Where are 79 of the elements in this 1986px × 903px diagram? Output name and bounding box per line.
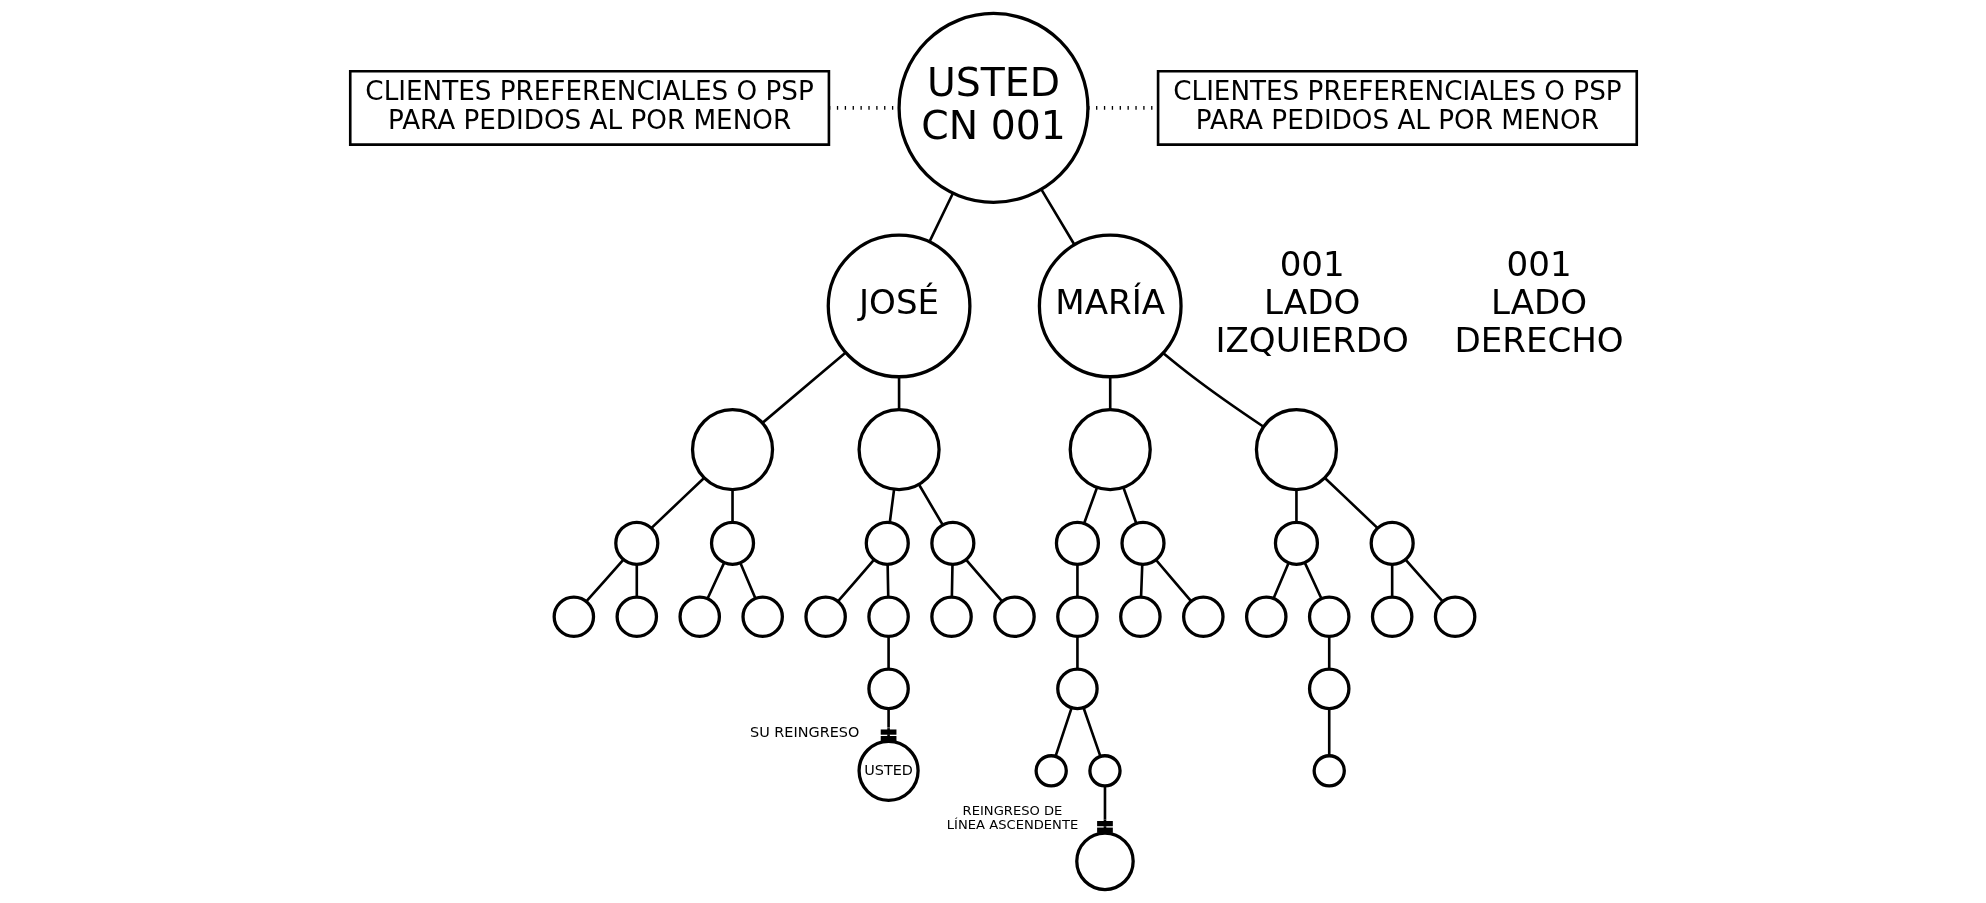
node-circle xyxy=(929,595,973,639)
connector xyxy=(1121,486,1137,524)
node-circle xyxy=(1055,667,1099,711)
connector xyxy=(1390,564,1393,597)
node-circle xyxy=(1181,595,1225,639)
node-circle xyxy=(1254,407,1338,492)
node-circle xyxy=(1273,520,1319,566)
node-circle xyxy=(866,595,910,639)
node-label: REINGRESO DE LÍNEA ASCENDENTE xyxy=(946,802,1078,833)
node-circle xyxy=(1307,667,1351,711)
connector xyxy=(1040,189,1075,246)
node-circle xyxy=(615,595,658,639)
node-circle xyxy=(864,520,910,566)
connector xyxy=(1404,558,1444,603)
label: 001 LADO IZQUIERDO xyxy=(1214,244,1409,361)
connector xyxy=(650,477,705,529)
node-circle xyxy=(709,520,755,566)
connector xyxy=(1053,707,1073,757)
connector xyxy=(950,564,954,597)
connector xyxy=(1108,376,1112,410)
node-circle xyxy=(1087,754,1122,788)
node-circle xyxy=(1307,595,1351,639)
connector xyxy=(888,489,895,523)
connector xyxy=(761,351,846,424)
node-circle xyxy=(1370,595,1413,639)
connector xyxy=(836,559,875,602)
label: 001 LADO DERECHO xyxy=(1453,244,1624,361)
node-circle xyxy=(677,595,721,639)
node-circle xyxy=(1033,754,1068,788)
node-circle xyxy=(1055,595,1099,639)
node-circle xyxy=(1068,407,1152,492)
node-circle xyxy=(1119,520,1166,566)
node-circle xyxy=(1433,595,1476,639)
connector xyxy=(705,562,725,599)
connector xyxy=(885,564,890,597)
connector xyxy=(730,490,734,522)
node-label: SU REINGRESO xyxy=(749,724,859,741)
node-circle xyxy=(1244,595,1288,639)
connector xyxy=(1327,636,1331,669)
connector xyxy=(886,636,890,669)
node-circle xyxy=(1312,754,1346,788)
connector xyxy=(1294,490,1298,522)
node-circle xyxy=(613,520,659,566)
node-circle xyxy=(856,407,941,492)
node-circle xyxy=(1054,520,1100,566)
node-circle xyxy=(740,595,784,639)
connector xyxy=(1139,564,1144,597)
connector xyxy=(1082,486,1098,524)
node-box: CLIENTES PREFERENCIALES O PSP PARA PEDIDOS AL POR MENOR xyxy=(348,69,830,146)
connector xyxy=(1303,562,1323,600)
connector xyxy=(1162,352,1264,428)
connector xyxy=(1075,564,1079,597)
connector xyxy=(1327,708,1331,756)
connector xyxy=(1081,707,1102,757)
node-circle: MARÍA xyxy=(1037,233,1183,379)
node-circle xyxy=(866,667,910,711)
connector xyxy=(927,192,954,242)
connector xyxy=(1323,477,1378,529)
connector xyxy=(1154,559,1192,602)
connector xyxy=(1272,562,1290,599)
node-circle: USTED CN 001 xyxy=(896,11,1090,204)
node-circle xyxy=(1369,520,1415,566)
node-circle: USTED xyxy=(856,739,920,802)
node-circle xyxy=(1074,831,1135,892)
connector xyxy=(635,564,638,597)
node-circle: JOSÉ xyxy=(826,233,972,379)
node-circle xyxy=(1118,595,1162,639)
connector xyxy=(897,376,900,410)
connector xyxy=(584,558,624,603)
node-circle xyxy=(552,595,595,639)
connector xyxy=(1075,636,1079,669)
connector xyxy=(738,562,756,599)
connector xyxy=(964,559,1003,602)
node-circle xyxy=(992,595,1036,639)
node-circle xyxy=(929,520,975,566)
node-box: CLIENTES PREFERENCIALES O PSP PARA PEDIDOS AL POR MENOR xyxy=(1156,69,1638,146)
connector xyxy=(917,484,944,526)
node-circle xyxy=(690,407,774,492)
node-circle xyxy=(803,595,847,639)
